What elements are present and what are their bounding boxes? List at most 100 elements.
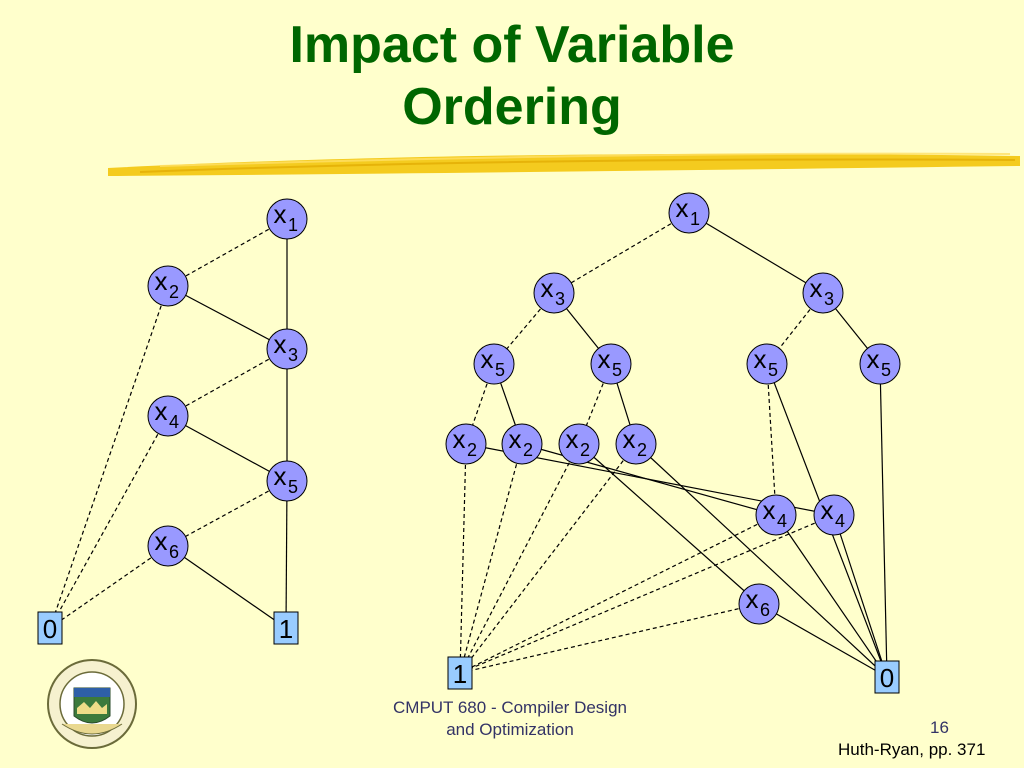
- terminal-node-1: 1: [273, 611, 299, 645]
- solid-edge-L5-Lone: [285, 480, 288, 629]
- node-label: x: [155, 526, 168, 556]
- dashed-edge-R2d-Rone: [459, 443, 637, 674]
- footer-subtitle-line: and Optimization: [446, 720, 574, 739]
- node-subscript: 4: [169, 412, 179, 432]
- solid-edge-R4b-R0: [833, 514, 888, 678]
- solid-edge-R5d-R0: [879, 363, 888, 678]
- dashed-edge-R1-R3a: [553, 212, 690, 294]
- node-subscript: 1: [288, 215, 298, 235]
- solid-edge-L6-Lone: [167, 545, 287, 629]
- university-logo: [47, 659, 137, 749]
- node-subscript: 2: [169, 282, 179, 302]
- node-subscript: 3: [288, 345, 298, 365]
- node-subscript: 2: [637, 440, 647, 460]
- dashed-edge-R2b-Rone: [459, 443, 523, 674]
- node-subscript: 6: [169, 542, 179, 562]
- dashed-edge-L2-L0: [49, 285, 169, 629]
- node-label: x: [598, 344, 611, 374]
- solid-edge-R1-R3b: [688, 212, 824, 294]
- node-subscript: 5: [881, 360, 891, 380]
- node-circle: [755, 494, 797, 536]
- solid-edge-R6-R0: [758, 603, 888, 678]
- node-circle: [558, 423, 600, 465]
- dashed-edge-L6-L0: [49, 545, 169, 629]
- dashed-edge-R2c-Rone: [459, 443, 580, 674]
- page-number: 16: [930, 718, 949, 737]
- node-label: x: [810, 273, 823, 303]
- terminal-box: [273, 611, 299, 645]
- citation: Huth-Ryan, pp. 371: [838, 740, 986, 759]
- dashed-edge-R2a-Rone: [459, 443, 467, 674]
- node-label: x: [566, 424, 579, 454]
- node-label: x: [274, 199, 287, 229]
- terminal-node-1: 1: [447, 656, 473, 690]
- dashed-edge-L1-L2: [167, 218, 288, 287]
- node-circle: [668, 192, 710, 234]
- node-subscript: 1: [690, 209, 700, 229]
- node-subscript: 4: [835, 511, 845, 531]
- node-circle: [859, 343, 901, 385]
- node-label: x: [453, 424, 466, 454]
- title-underline-brushstroke: [108, 152, 1020, 176]
- dashed-edge-R4a-Rone: [459, 514, 777, 674]
- dashed-edge-L3-L4: [167, 348, 288, 417]
- node-circle: [590, 343, 632, 385]
- node-label: x: [821, 495, 834, 525]
- node-circle: [802, 272, 844, 314]
- footer-course-line: CMPUT 680 - Compiler Design: [393, 698, 627, 717]
- node-circle: [746, 343, 788, 385]
- slide-title-line-2: Ordering: [402, 78, 622, 136]
- node-subscript: 2: [580, 440, 590, 460]
- dashed-edge-R5c-R4a: [766, 363, 777, 516]
- node-circle: [615, 423, 657, 465]
- node-circle: [533, 272, 575, 314]
- solid-edge-L4-L5: [167, 415, 288, 482]
- node-circle: [147, 525, 189, 567]
- terminal-box: [37, 611, 63, 645]
- node-subscript: 5: [612, 360, 622, 380]
- node-circle: [266, 460, 308, 502]
- terminal-label: 1: [453, 659, 467, 689]
- node-subscript: 2: [523, 440, 533, 460]
- node-subscript: 3: [824, 289, 834, 309]
- edges-layer: [49, 212, 888, 678]
- node-subscript: 4: [777, 511, 787, 531]
- node-circle: [813, 494, 855, 536]
- slide-title: Impact of Variable Ordering: [0, 14, 1024, 138]
- slide-title-line-1: Impact of Variable: [289, 16, 735, 74]
- node-label: x: [274, 461, 287, 491]
- node-label: x: [763, 495, 776, 525]
- node-subscript: 5: [495, 360, 505, 380]
- node-label: x: [746, 584, 759, 614]
- node-subscript: 6: [760, 600, 770, 620]
- terminal-label: 1: [279, 614, 293, 644]
- dashed-edge-R6-Rone: [459, 603, 760, 674]
- node-circle: [738, 583, 780, 625]
- node-label: x: [754, 344, 767, 374]
- solid-edge-L2-L3: [167, 285, 288, 350]
- node-label: x: [155, 266, 168, 296]
- terminal-label: 0: [880, 663, 894, 693]
- terminal-box: [874, 660, 900, 694]
- node-circle: [147, 265, 189, 307]
- node-label: x: [541, 273, 554, 303]
- node-circle: [473, 343, 515, 385]
- dashed-edge-L4-L0: [49, 415, 169, 629]
